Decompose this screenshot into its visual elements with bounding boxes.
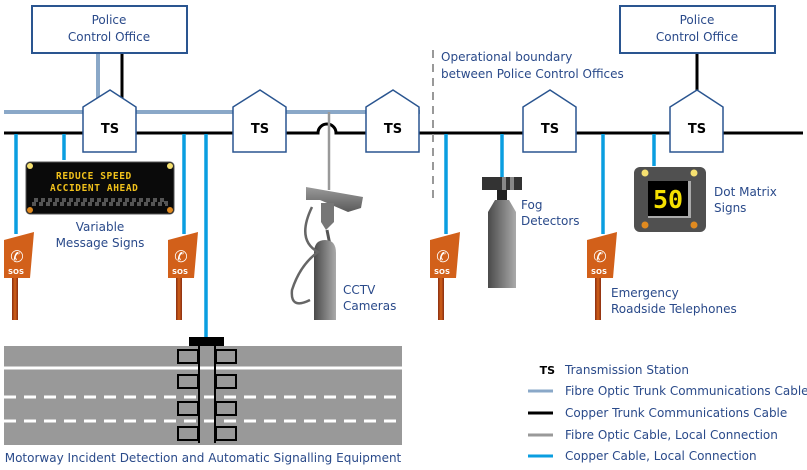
fog-label-line2: Detectors [521, 214, 580, 228]
dot-matrix-sign: 50 [634, 167, 706, 232]
boundary-label-line1: Operational boundary [441, 50, 572, 64]
legend-label: Copper Trunk Communications Cable [565, 406, 787, 420]
cctv-camera [290, 187, 363, 320]
legend-item-transmission-station: TS Transmission Station [540, 363, 689, 377]
phone-icon: ✆ [174, 247, 187, 266]
vms-row-1: REDUCE SPEED [56, 171, 132, 182]
cctv-label-line2: Cameras [343, 299, 396, 313]
transmission-station: TS [82, 89, 137, 153]
legend-item-copper-local: Copper Cable, Local Connection [528, 449, 757, 463]
telephones-label-line1: Emergency [611, 286, 679, 300]
ts-label: TS [541, 122, 559, 137]
emergency-telephone: ✆ SOS [587, 232, 617, 320]
emergency-telephone: ✆ SOS [4, 232, 34, 320]
office-label-line2: Control Office [656, 30, 738, 44]
dot-matrix-display: 50 [653, 185, 683, 214]
vms-label-line2: Message Signs [56, 236, 145, 250]
office-label-line2: Control Office [68, 30, 150, 44]
legend-label: Fibre Optic Cable, Local Connection [565, 428, 778, 442]
legend-item-fibre-trunk: Fibre Optic Trunk Communications Cable [528, 384, 807, 398]
legend-item-fibre-local: Fibre Optic Cable, Local Connection [528, 428, 778, 442]
midas-label: Motorway Incident Detection and Automati… [5, 451, 402, 465]
vms-label-line1: Variable [76, 220, 125, 234]
emergency-telephone: ✆ SOS [430, 232, 460, 320]
dot-matrix-label-line1: Dot Matrix [714, 185, 777, 199]
ts-label: TS [384, 122, 402, 137]
fog-label-line1: Fog [521, 198, 542, 212]
ts-label: TS [101, 122, 119, 137]
transmission-station: TS [522, 89, 577, 153]
legend-label: Fibre Optic Trunk Communications Cable [565, 384, 807, 398]
sos-badge: SOS [8, 268, 24, 276]
phone-icon: ✆ [10, 247, 23, 266]
variable-message-sign: REDUCE SPEED ACCIDENT AHEAD [25, 161, 175, 215]
telephones-label-line2: Roadside Telephones [611, 302, 737, 316]
transmission-station: TS [232, 89, 287, 153]
phone-icon: ✆ [593, 247, 606, 266]
ts-label: TS [688, 122, 706, 137]
boundary-label-line2: between Police Control Offices [441, 67, 624, 81]
office-label-line1: Police [680, 13, 715, 27]
legend-ts-key: TS [540, 364, 556, 377]
fibre-optic-trunk-cable [4, 54, 420, 114]
copper-local-cables [14, 134, 656, 340]
dot-matrix-label-line2: Signs [714, 201, 746, 215]
vms-row-2: ACCIDENT AHEAD [50, 183, 138, 194]
sos-badge: SOS [434, 268, 450, 276]
transmission-station: TS [365, 89, 420, 153]
legend-label: Copper Cable, Local Connection [565, 449, 757, 463]
ts-label: TS [251, 122, 269, 137]
sos-badge: SOS [591, 268, 607, 276]
police-control-office-left: Police Control Office [31, 5, 188, 54]
legend-item-copper-trunk: Copper Trunk Communications Cable [528, 406, 787, 420]
motorway-road [4, 346, 402, 445]
legend-label: Transmission Station [564, 363, 689, 377]
midas-detector-loops [177, 337, 237, 443]
police-control-office-right: Police Control Office [619, 5, 776, 54]
copper-trunk-cable [4, 54, 803, 135]
phone-icon: ✆ [436, 247, 449, 266]
legend: TS Transmission Station Fibre Optic Trun… [528, 363, 807, 463]
office-label-line1: Police [92, 13, 127, 27]
cctv-label-line1: CCTV [343, 283, 376, 297]
sos-badge: SOS [172, 268, 188, 276]
transmission-station: TS [669, 89, 724, 153]
emergency-telephone: ✆ SOS [168, 232, 198, 320]
fog-detector [482, 177, 522, 288]
